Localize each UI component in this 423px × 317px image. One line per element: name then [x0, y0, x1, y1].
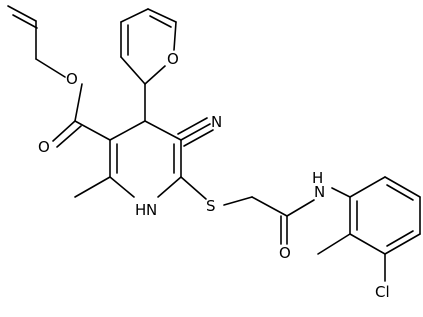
ring-nh-hydrogen-label: H	[135, 201, 146, 219]
chlorine-label: Cl	[375, 283, 390, 301]
atom-labels: O O O N H N S H N O Cl	[38, 50, 390, 301]
ester-oxygen-label: O	[66, 70, 78, 88]
ring-nitrogen-label: N	[146, 201, 157, 219]
amide-nitrogen-label: N	[314, 183, 325, 201]
amide-oxygen-label: O	[279, 244, 291, 262]
sulfur-label: S	[206, 197, 216, 215]
amide-nh-hydrogen-label: H	[312, 169, 323, 187]
bond-lines	[7, 5, 421, 282]
furan-oxygen-label: O	[167, 50, 179, 68]
carbonyl-oxygen-label: O	[38, 138, 50, 156]
nitrile-nitrogen-label: N	[211, 113, 222, 131]
